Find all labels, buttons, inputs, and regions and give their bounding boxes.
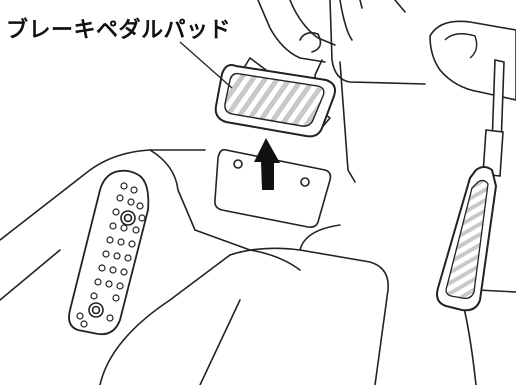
brake-pedal-pad-label: ブレーキペダルパッド xyxy=(6,12,231,44)
accelerator-pedal xyxy=(430,21,516,310)
bracket-hole-left xyxy=(234,160,242,168)
brake-pedal-pad xyxy=(216,65,335,136)
footrest-panel xyxy=(69,171,148,335)
bracket-hole-right xyxy=(301,178,309,186)
callout-leader-line xyxy=(180,42,232,88)
